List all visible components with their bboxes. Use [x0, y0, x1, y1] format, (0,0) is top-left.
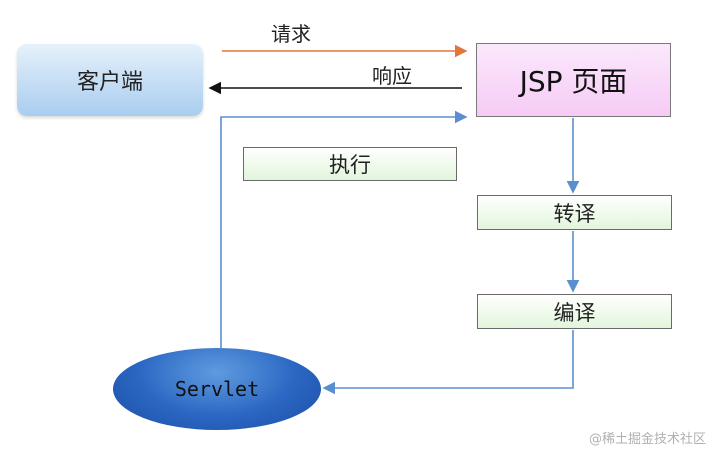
compile-to-servlet-arrow [322, 330, 574, 395]
watermark: @稀土掘金技术社区 [588, 432, 706, 447]
compile-node: 编译 [477, 294, 672, 329]
jsp-page-node: JSP 页面 [476, 43, 671, 117]
client-node: 客户端 [17, 44, 203, 116]
response-label: 响应 [372, 64, 412, 88]
translate-node: 转译 [477, 195, 672, 230]
execute-node: 执行 [243, 147, 457, 181]
servlet-node: Servlet [113, 348, 321, 430]
request-label: 请求 [271, 22, 311, 46]
servlet-to-jsp-arrow [220, 110, 468, 348]
